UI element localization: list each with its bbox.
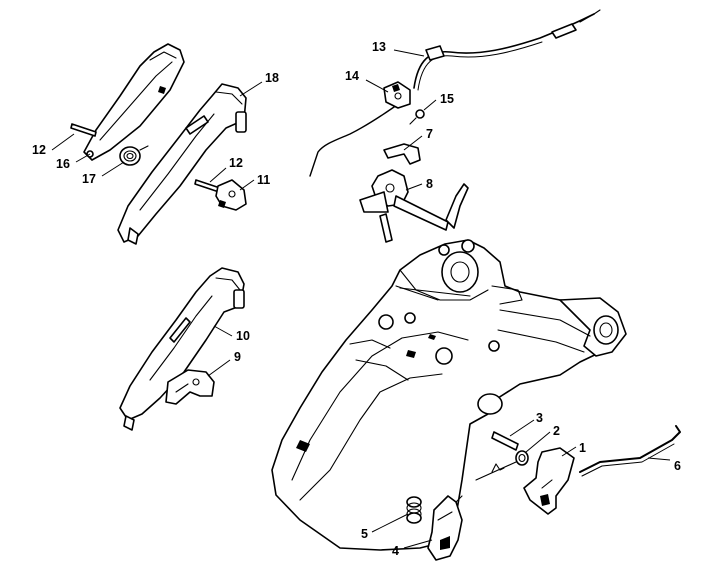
leader-line-18: [239, 81, 263, 97]
callout-7: 7: [426, 127, 433, 141]
leader-line-3: [509, 419, 535, 437]
main-housing: [271, 239, 627, 551]
callout-6: 6: [674, 459, 681, 473]
pin-12-lower: [194, 179, 221, 193]
leader-line-5: [371, 513, 409, 533]
leader-line-12a: [51, 133, 75, 151]
leader-line-11: [239, 179, 255, 191]
pin-12-upper: [70, 123, 97, 137]
callout-1: 1: [579, 441, 586, 455]
callout-13: 13: [372, 40, 386, 54]
cable-13: [309, 9, 601, 177]
leader-line-9: [207, 359, 231, 377]
trigger-1: [523, 447, 575, 515]
lever-11: [215, 179, 247, 211]
callout-10: 10: [236, 329, 250, 343]
leader-line-1: [561, 446, 577, 457]
throttle-rod-6: [579, 425, 681, 477]
leader-line-6: [647, 457, 671, 461]
clip-7: [383, 143, 421, 165]
callout-8: 8: [426, 177, 433, 191]
leader-line-2: [525, 431, 551, 453]
callout-18: 18: [265, 71, 279, 85]
lever-9: [165, 369, 215, 405]
leader-line-14: [365, 79, 389, 93]
screw-15: [409, 109, 425, 125]
callout-9: 9: [234, 350, 241, 364]
leader-lines: [51, 49, 671, 549]
callout-16: 16: [56, 157, 70, 171]
callout-12-right: 12: [229, 156, 243, 170]
handle-molding-16: [83, 43, 185, 161]
callout-17: 17: [82, 172, 96, 186]
handle-molding-10: [119, 267, 245, 431]
callout-2: 2: [553, 424, 560, 438]
leader-line-15: [423, 99, 437, 111]
callout-3: 3: [536, 411, 543, 425]
shaft-assembly-8: [359, 169, 469, 243]
callout-12-left: 12: [32, 143, 46, 157]
callout-11: 11: [257, 173, 270, 187]
leader-line-17: [101, 161, 125, 177]
leader-line-13: [393, 49, 425, 57]
torsion-spring-2: [475, 450, 529, 481]
leader-line-16: [75, 153, 91, 163]
trigger-interlock-4: [427, 495, 463, 561]
handle-molding-18: [117, 83, 247, 245]
leader-line-12b: [209, 167, 227, 183]
callout-15: 15: [440, 92, 454, 106]
pin-3: [491, 431, 519, 451]
leader-line-10: [213, 325, 233, 337]
leader-line-4: [403, 539, 433, 549]
bracket-14: [383, 81, 411, 109]
leader-line-8: [405, 183, 423, 191]
callout-labels: 1 2 3 4 5 6 7 8 9 10 11 12 12 13 14 15 1…: [32, 40, 681, 558]
spring-17: [119, 145, 149, 166]
leader-line-7: [403, 135, 423, 151]
callout-5: 5: [361, 527, 368, 541]
callout-4: 4: [392, 544, 399, 558]
callout-14: 14: [345, 69, 359, 83]
